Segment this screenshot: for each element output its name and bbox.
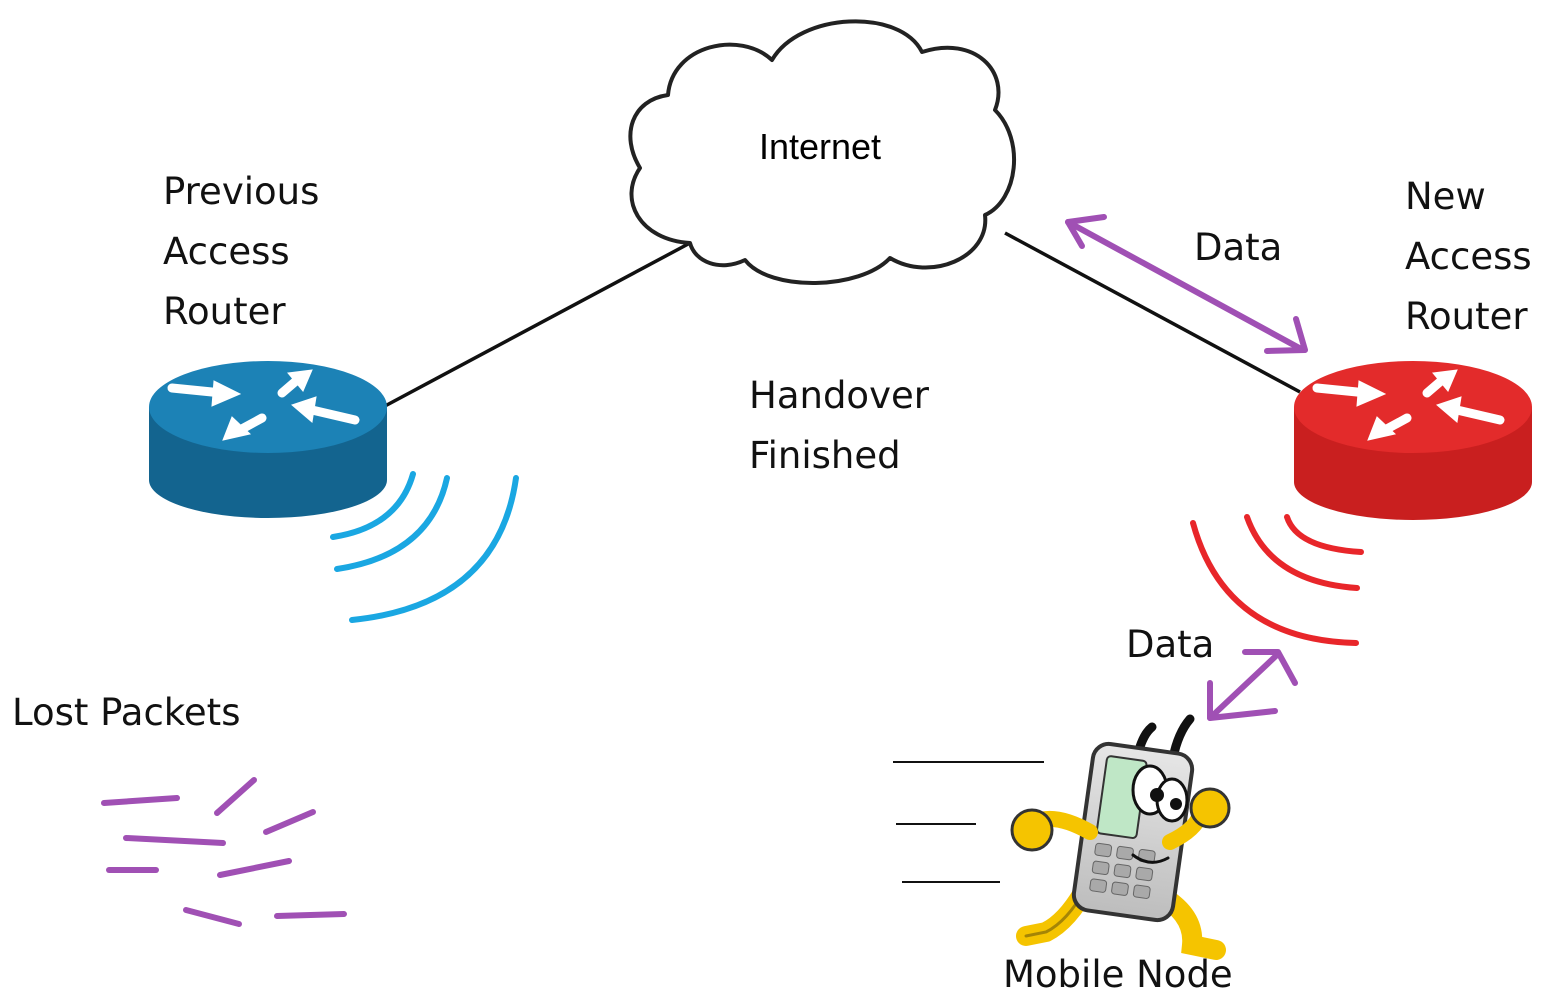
lost-packet [214,777,257,816]
lost-packet [123,835,226,846]
data-label-node-link: Data [1126,623,1215,666]
lost-packet [263,809,316,835]
mobile-node-label: Mobile Node [1003,953,1233,996]
link-internet-new-router [1004,231,1301,394]
link-previous-router-internet [384,241,691,408]
handover-status-line: Handover [749,374,929,417]
lost-packets-dashes [101,777,347,927]
motion-lines [893,761,1044,883]
lost-packets-label: Lost Packets [12,691,241,734]
mobile-node-icon [1010,714,1231,960]
previous-router-icon [149,361,387,518]
new-router-label-line: Router [1405,295,1528,338]
previous-router-signal-waves [330,471,519,623]
data-arrow-router-link [1065,214,1308,354]
handover-status-line: Finished [749,434,901,477]
new-router-label-line: Access [1405,235,1532,278]
lost-packet [183,907,242,927]
internet-cloud: Internet [628,19,1017,285]
previous-router-label-line: Access [163,230,290,273]
new-router-signal-waves [1190,514,1364,646]
previous-router-label-line: Previous [163,170,320,213]
previous-router-label-line: Router [163,290,286,333]
lost-packet [101,795,180,806]
data-label-router-link: Data [1194,226,1283,269]
data-arrow-node-link [1207,649,1298,721]
lost-packet [217,858,292,878]
lost-packet [274,911,347,919]
internet-label: Internet [759,126,881,167]
new-router-icon [1294,361,1532,520]
new-router-label-line: New [1405,175,1486,218]
